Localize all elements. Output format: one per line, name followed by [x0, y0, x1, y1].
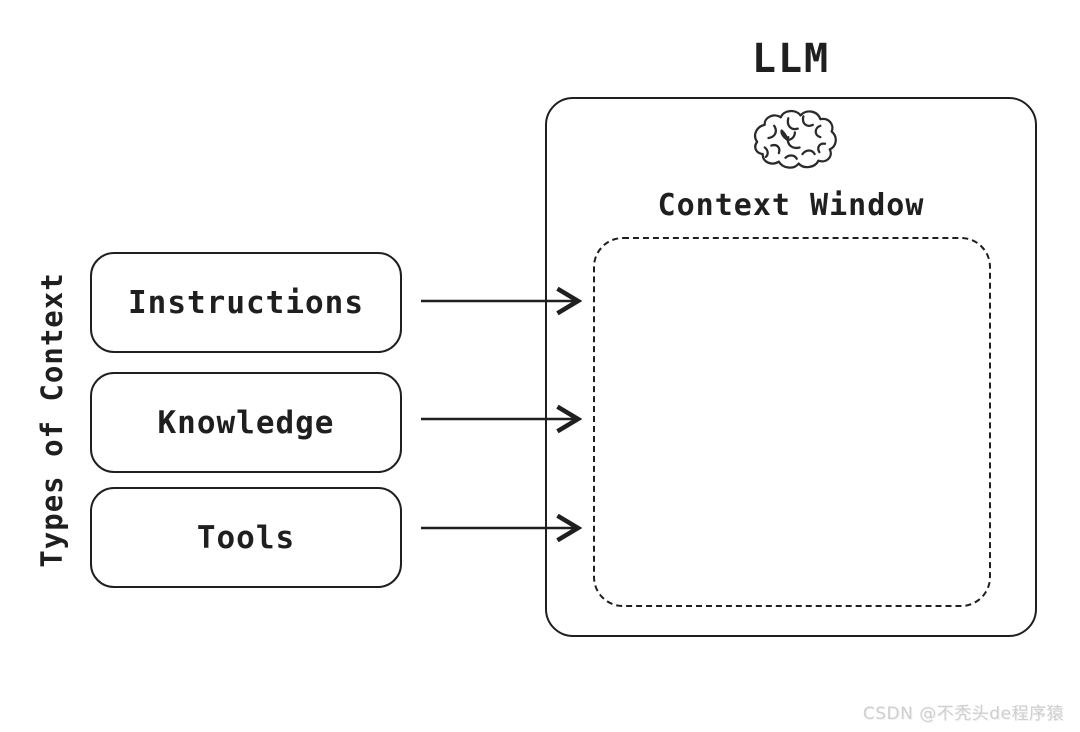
watermark-text: CSDN @不秃头de程序猿	[862, 704, 1064, 724]
knowledge-box: Knowledge	[90, 372, 402, 473]
brain-icon	[745, 106, 841, 172]
llm-box	[545, 97, 1037, 637]
types-of-context-label: Types of Context	[35, 272, 69, 568]
instructions-box: Instructions	[90, 252, 402, 353]
tools-box: Tools	[90, 487, 402, 588]
knowledge-label: Knowledge	[157, 404, 335, 441]
context-window-label: Context Window	[657, 188, 925, 223]
instructions-label: Instructions	[128, 284, 364, 321]
llm-title: LLM	[751, 36, 831, 82]
context-window-box	[593, 237, 991, 607]
tools-label: Tools	[196, 519, 296, 556]
